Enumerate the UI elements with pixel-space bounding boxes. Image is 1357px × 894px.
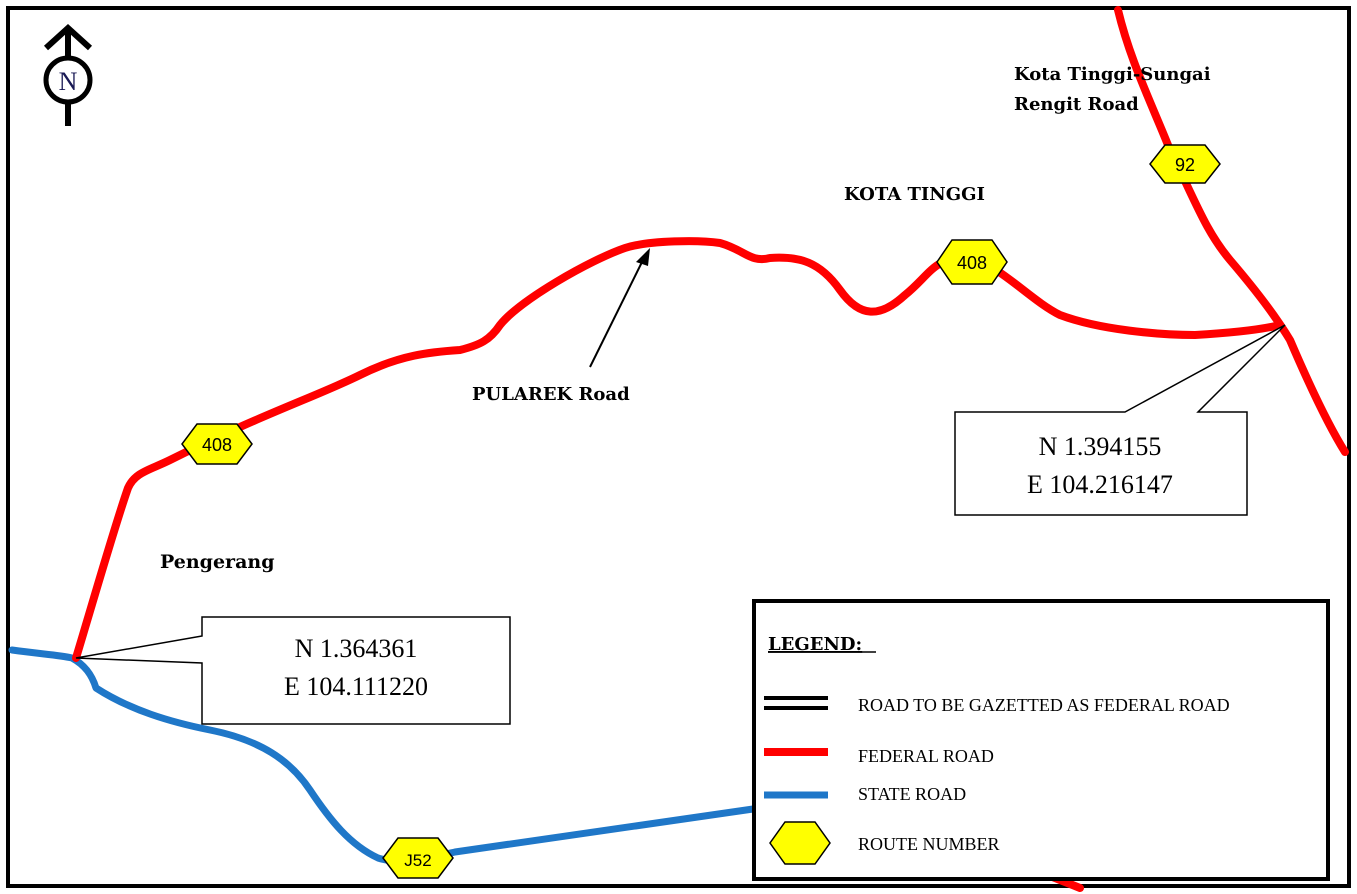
pularek-pointer-arrow bbox=[589, 248, 650, 368]
federal-road-92-line bbox=[1114, 6, 1349, 456]
coordinate-callout-west: N 1.364361 E 104.111220 bbox=[75, 616, 511, 725]
svg-text:FEDERAL ROAD: FEDERAL ROAD bbox=[858, 746, 994, 766]
legend: LEGEND: ROAD TO BE GAZETTED AS FEDERAL R… bbox=[752, 599, 1330, 881]
double-black-line-icon bbox=[764, 696, 828, 710]
label-kota-tinggi-sungai-rengit-road-line2: Rengit Road bbox=[1014, 94, 1139, 115]
svg-text:ROUTE NUMBER: ROUTE NUMBER bbox=[858, 834, 1000, 854]
legend-item-state-road: STATE ROAD bbox=[764, 784, 966, 804]
legend-item-federal-road: FEDERAL ROAD bbox=[764, 746, 994, 766]
label-kota-tinggi-sungai-rengit-road-line1: Kota Tinggi-Sungai bbox=[1014, 64, 1211, 85]
yellow-hexagon-icon bbox=[769, 821, 831, 865]
callout-west-lat: N 1.364361 bbox=[295, 634, 418, 663]
svg-text:J52: J52 bbox=[404, 851, 431, 870]
north-arrow-icon: N bbox=[43, 23, 93, 126]
route-shield-j52: J52 bbox=[382, 837, 454, 879]
svg-text:ROAD TO BE GAZETTED AS FEDERAL: ROAD TO BE GAZETTED AS FEDERAL ROAD bbox=[858, 695, 1230, 715]
route-shield-408-west: 408 bbox=[181, 423, 253, 465]
svg-text:STATE ROAD: STATE ROAD bbox=[858, 784, 966, 804]
label-pengerang: Pengerang bbox=[160, 551, 274, 573]
callout-west-lon: E 104.111220 bbox=[284, 672, 428, 701]
callout-east-lon: E 104.216147 bbox=[1027, 470, 1173, 499]
label-kota-tinggi: KOTA TINGGI bbox=[844, 184, 985, 205]
svg-text:408: 408 bbox=[202, 435, 232, 455]
svg-text:408: 408 bbox=[957, 253, 987, 273]
callout-east-lat: N 1.394155 bbox=[1039, 432, 1162, 461]
svg-text:92: 92 bbox=[1175, 155, 1195, 175]
coordinate-callout-east: N 1.394155 E 104.216147 bbox=[954, 324, 1286, 516]
label-pularek-road: PULAREK Road bbox=[472, 384, 630, 405]
route-shield-408-east: 408 bbox=[936, 239, 1008, 285]
legend-title: LEGEND: bbox=[768, 634, 862, 655]
compass-letter: N bbox=[59, 67, 78, 96]
legend-item-route-number: ROUTE NUMBER bbox=[769, 821, 1000, 865]
route-shield-92: 92 bbox=[1149, 144, 1221, 184]
state-road-line bbox=[8, 646, 764, 865]
legend-item-gazetted-road: ROAD TO BE GAZETTED AS FEDERAL ROAD bbox=[764, 695, 1230, 715]
